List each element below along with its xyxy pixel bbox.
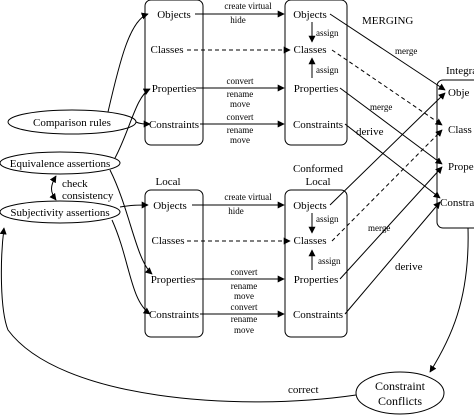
bottom-rename2-label: rename [231,314,257,324]
bottom-conformed-objects: Objects [293,200,327,212]
bottom-convert-label: convert [231,267,258,277]
constraint-conflicts-line-2: Conflicts [378,394,422,408]
top-convert2-label: convert [227,112,254,122]
top-local-box [144,0,204,146]
bottom-local-properties: Properties [151,274,196,286]
bottom-local-constraints: Constraints [149,309,199,321]
top-create-virtual-label: create virtual [224,1,272,11]
constraint-conflicts-line-1: Constraint [375,379,426,393]
correct-arrow [0,227,357,403]
correct-label: correct [288,384,319,396]
check-label: check [62,178,88,190]
bottom-local-objects: Objects [153,200,187,212]
bottom-properties-merge-arrow [339,166,443,280]
bottom-objects-merge-arrow [329,92,446,206]
top-objects-merge-arrow [329,13,446,91]
top-conformed-box [284,0,348,146]
top-classes-merge-arrow [331,49,443,126]
subjectivity-assertions-ellipse [0,200,121,224]
top-conformed-classes: Classes [294,44,327,56]
bottom-merge-label: merge [368,223,390,233]
consistency-label: consistency [62,190,114,202]
merging-label: MERGING [362,15,413,27]
subjectivity-to-bottom-objects [119,201,149,209]
equivalence-to-top-properties [114,88,151,159]
top-hide-label: hide [230,15,246,25]
top-assign-label-1: assign [316,28,339,38]
integrated-to-conflicts-arrow [429,227,469,373]
comparison-rules-to-top-objects [107,12,149,113]
top-local-objects: Objects [157,9,191,21]
integrated-constraints: Constra [440,197,474,209]
bottom-derive-label: derive [395,261,423,273]
subjectivity-to-bottom-constraints [111,219,151,315]
bottom-local-box [144,189,204,338]
bottom-move2-label: move [234,325,254,335]
top-merge-label-2: merge [370,102,392,112]
top-derive-label: derive [356,126,384,138]
top-constraints-derive-arrow [344,123,441,199]
equivalence-assertions-label: Equivalence assertions [10,158,111,170]
top-move2-label: move [230,135,250,145]
top-conformed-constraints: Constraints [293,119,343,131]
top-conformed-properties: Properties [294,83,339,95]
bottom-constraints-derive-arrow [344,201,441,315]
top-properties-merge-arrow [339,87,443,165]
comparison-rules-to-top-constraints [135,120,151,128]
bottom-conformed-box [284,189,348,338]
bottom-conformed-title-1: Conformed [293,163,344,175]
check-consistency-arrow [49,175,57,201]
bottom-assign-label-2: assign [318,256,341,266]
bottom-conformed-constraints: Constraints [293,309,343,321]
integrated-box [436,79,474,229]
top-local-properties: Properties [152,83,197,95]
equivalence-assertions-ellipse [0,151,121,175]
bottom-conformed-classes: Classes [294,235,327,247]
top-local-classes: Classes [151,44,184,56]
equivalence-to-bottom-properties [109,169,153,275]
top-local-constraints: Constraints [149,119,199,131]
bottom-rename-label: rename [231,281,257,291]
integrated-properties: Prope [448,161,474,173]
top-rename-label: rename [227,89,253,99]
subjectivity-assertions-label: Subjectivity assertions [10,207,109,219]
bottom-local-classes: Classes [152,235,185,247]
top-convert-label: convert [227,76,254,86]
bottom-classes-merge-arrow [331,129,443,242]
bottom-move-label: move [234,291,254,301]
bottom-assign-label-1: assign [316,214,339,224]
top-assign-label-2: assign [316,65,339,75]
bottom-create-virtual-label: create virtual [224,192,272,202]
integrated-classes: Class [448,124,472,136]
integrated-objects: Obje [448,87,470,99]
bottom-hide-label: hide [228,206,244,216]
bottom-conformed-properties: Properties [294,274,339,286]
integrated-title: Integra [446,65,474,77]
bottom-local-title: Local [155,176,180,188]
top-conformed-objects: Objects [293,9,327,21]
top-merge-label-1: merge [395,46,417,56]
constraint-conflicts-ellipse [355,371,445,415]
top-move-label: move [230,99,250,109]
top-rename2-label: rename [227,125,253,135]
bottom-conformed-title-2: Local [305,176,330,188]
comparison-rules-label: Comparison rules [33,117,111,129]
bottom-convert2-label: convert [231,302,258,312]
